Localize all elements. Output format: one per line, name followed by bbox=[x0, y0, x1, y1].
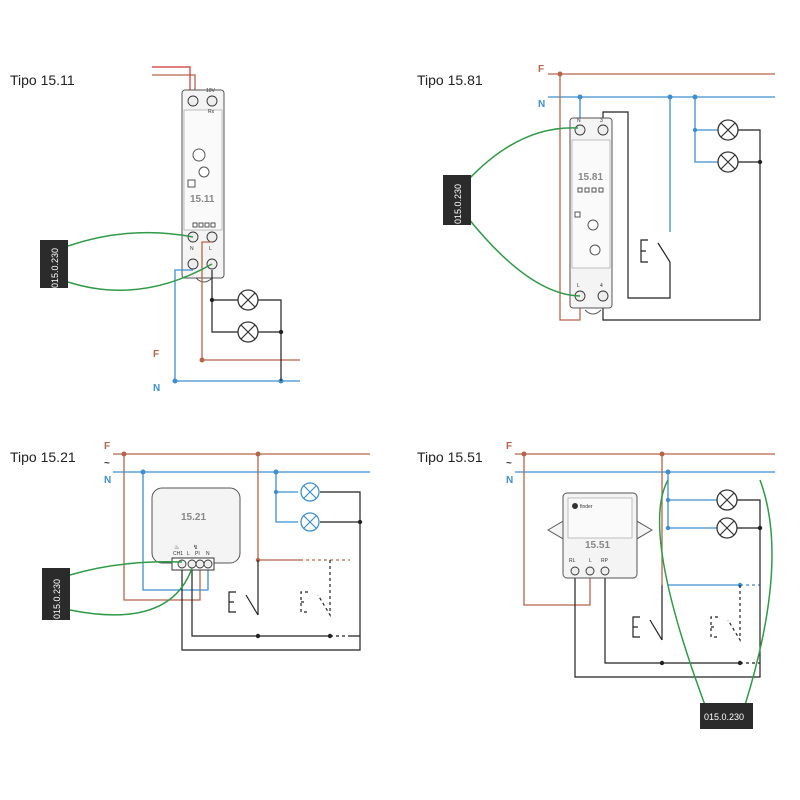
phase-label: F bbox=[506, 441, 512, 452]
diagram-title: Tipo 15.21 bbox=[10, 449, 76, 465]
screw-terminal-icon bbox=[187, 95, 199, 107]
module-label: 15.51 bbox=[585, 540, 610, 551]
screw-terminal-icon bbox=[206, 231, 218, 243]
relay-module: finder 15.51 RL L RP bbox=[547, 492, 653, 579]
lamp-icon bbox=[717, 151, 739, 173]
screw-terminal-icon bbox=[597, 124, 609, 136]
switch-icon bbox=[228, 591, 259, 616]
terminal-label: L bbox=[577, 283, 580, 289]
terminal-label: L bbox=[589, 558, 592, 564]
remote-control-code: 015.0.230 bbox=[443, 175, 471, 225]
screw-terminal-icon bbox=[570, 566, 580, 576]
phase-label: F bbox=[104, 441, 110, 452]
terminal-label: L bbox=[187, 551, 190, 557]
knob-icon bbox=[587, 219, 599, 231]
neutral-label: N bbox=[538, 99, 545, 110]
knob-icon bbox=[198, 166, 210, 178]
diagram-title: Tipo 15.81 bbox=[417, 72, 483, 88]
screw-terminal-icon bbox=[187, 258, 199, 270]
dimmer-module: 10V Rx 15.11 N L bbox=[181, 88, 225, 283]
switch-icon bbox=[300, 560, 331, 618]
tilde-label: ~ bbox=[104, 458, 110, 469]
switch-icon bbox=[640, 239, 671, 263]
screw-terminal-icon bbox=[585, 566, 595, 576]
remote-control-code: 015.0.230 bbox=[700, 703, 753, 729]
remote-control-code: 015.0.230 bbox=[42, 568, 70, 620]
screw-terminal-icon bbox=[597, 290, 609, 302]
lamp-icon bbox=[300, 482, 320, 502]
module-label: 15.81 bbox=[578, 172, 603, 183]
icon-glyph: ↯ bbox=[193, 544, 198, 551]
lamp-icon bbox=[716, 517, 738, 539]
terminal-label: N bbox=[577, 118, 581, 124]
phase-label: F bbox=[153, 349, 159, 360]
diagram-15-81: Tipo 15.81 F N bbox=[417, 64, 775, 321]
diagram-15-51: Tipo 15.51 F ~ N bbox=[417, 441, 775, 729]
neutral-label: N bbox=[104, 475, 111, 486]
diagram-title: Tipo 15.11 bbox=[10, 72, 75, 88]
terminal-label: PI bbox=[195, 551, 200, 557]
terminal-label: 10V bbox=[206, 88, 216, 94]
terminal-label: CH1 bbox=[173, 551, 183, 557]
dimmer-module: 15.21 ♨ ↯ CH1 L PI N bbox=[151, 487, 241, 571]
switch-icon bbox=[710, 585, 741, 643]
remote-code-label: 015.0.230 bbox=[52, 579, 62, 619]
neutral-label: N bbox=[506, 475, 513, 486]
lamp-icon bbox=[237, 289, 259, 311]
diagram-title: Tipo 15.51 bbox=[417, 449, 483, 465]
screw-terminal-icon bbox=[574, 124, 586, 136]
terminal-label: RL bbox=[569, 558, 576, 564]
remote-code-label: 015.0.230 bbox=[704, 712, 744, 722]
tilde-label: ~ bbox=[506, 458, 512, 469]
knob-icon bbox=[589, 244, 601, 256]
phase-label: F bbox=[538, 64, 544, 75]
remote-control-code: 015.0.230 bbox=[40, 240, 68, 288]
diagram-15-11: Tipo 15.11 10V Rx 15.11 N L bbox=[10, 66, 300, 394]
screw-terminal-icon bbox=[203, 559, 213, 569]
lamp-icon bbox=[717, 119, 739, 141]
screw-terminal-icon bbox=[195, 559, 205, 569]
terminal-label: L bbox=[209, 246, 212, 252]
knob-icon bbox=[192, 148, 206, 162]
brand-logo-icon bbox=[572, 503, 578, 509]
terminal-label: N bbox=[206, 551, 210, 557]
lamp-icon bbox=[237, 321, 259, 343]
brand-label: finder bbox=[580, 504, 593, 510]
lamp-icon bbox=[716, 489, 738, 511]
terminal-label: 3 bbox=[600, 118, 603, 124]
remote-code-label: 015.0.230 bbox=[50, 248, 60, 288]
screw-terminal-icon bbox=[187, 559, 197, 569]
terminal-label: N bbox=[190, 246, 194, 252]
screw-terminal-icon bbox=[600, 566, 610, 576]
remote-code-label: 015.0.230 bbox=[453, 184, 463, 224]
terminal-label: Rx bbox=[208, 109, 215, 115]
icon-glyph: ♨ bbox=[174, 544, 179, 551]
timer-module: N 3 15.81 L 4 bbox=[569, 117, 613, 315]
screw-terminal-icon bbox=[206, 95, 218, 107]
terminal-label: 4 bbox=[600, 283, 603, 289]
module-label: 15.11 bbox=[190, 194, 215, 205]
terminal-label: RP bbox=[601, 558, 609, 564]
module-label: 15.21 bbox=[181, 512, 206, 523]
neutral-label: N bbox=[153, 383, 160, 394]
diagram-15-21: Tipo 15.21 F ~ N bbox=[10, 441, 370, 651]
lamp-icon bbox=[300, 512, 320, 532]
switch-icon bbox=[632, 616, 663, 641]
